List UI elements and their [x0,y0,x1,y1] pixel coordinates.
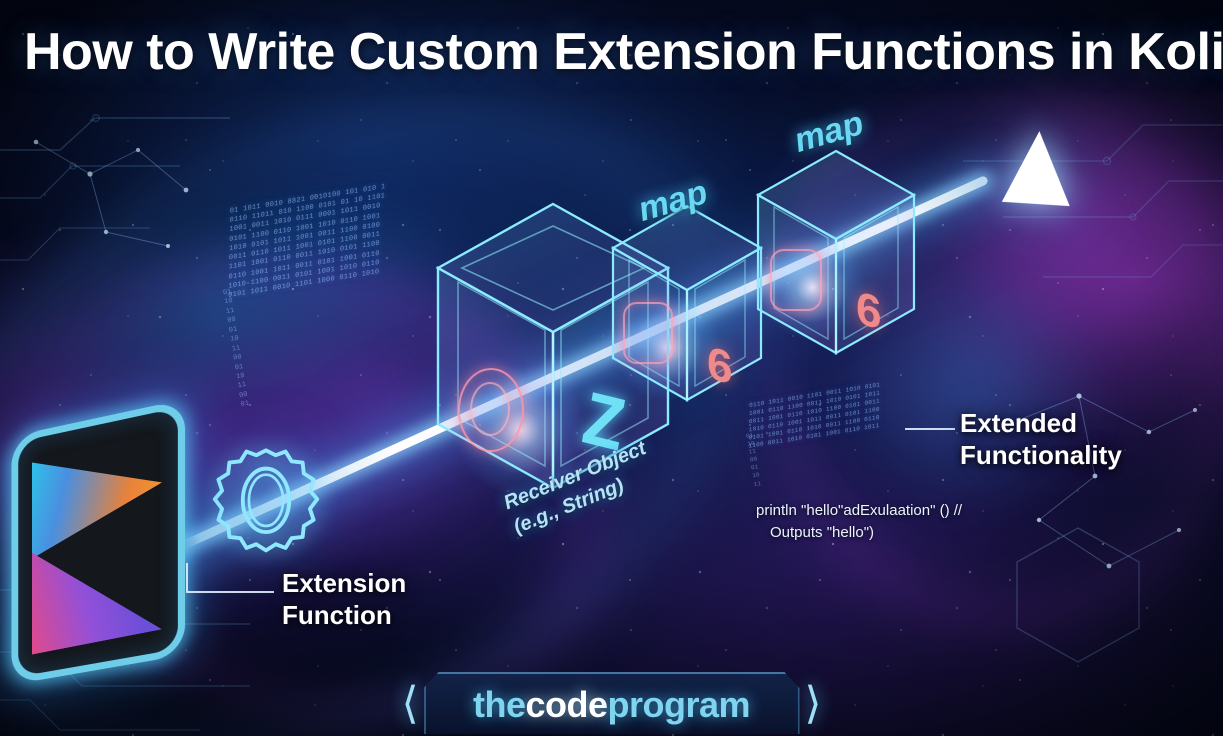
map-cube-2-number: 6 [856,280,882,340]
site-logo-code: code [525,684,608,725]
extension-function-label: Extension Function [282,568,406,631]
extension-function-line1: Extension [282,568,407,598]
map-cube-1-portal-icon [623,302,673,364]
portal-ring-inner-icon [470,382,510,436]
extended-functionality-label: Extended Functionality [960,408,1122,471]
map-cube-1-number: 6 [707,335,733,395]
site-logo-the: the [472,684,526,725]
gear-icon [212,448,320,553]
extended-functionality-line1: Extended [960,408,1078,438]
code-snippet: println "hello"adExulaation" () // Outpu… [756,500,962,544]
extended-functionality-line2: Functionality [960,439,1122,470]
site-logo-program: program [607,684,751,725]
site-logo[interactable]: ⟨ ⟩ thecodeprogram [392,668,832,734]
page-title: How to Write Custom Extension Functions … [24,23,1223,81]
extension-function-line2: Function [282,599,392,630]
site-logo-text: thecodeprogram [392,684,832,726]
code-snippet-line1: println "hello"adExulaation" () // [756,502,963,519]
kotlin-wedge-top [32,437,162,558]
extended-functionality-leader [905,428,955,430]
kotlin-logo-mark [32,433,162,654]
kotlin-logo-icon [10,399,186,685]
map-cube-2: 6 [752,145,920,383]
map-cube-2-portal-icon [770,249,822,311]
map-cube-1: 6 [607,200,767,430]
code-snippet-line2: Outputs "hello") [770,523,875,541]
extension-function-leader [186,563,274,593]
